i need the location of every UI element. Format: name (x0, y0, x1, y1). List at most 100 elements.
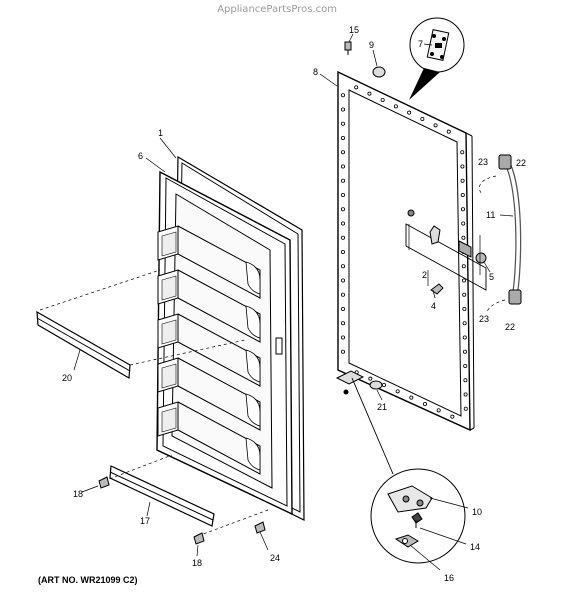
screw-hole (460, 178, 465, 183)
callout-7: 7 (418, 39, 423, 49)
screw-hole (340, 321, 345, 326)
callout-18-bottom: 18 (192, 558, 202, 568)
screw-15 (344, 41, 352, 55)
screw-hole (380, 98, 385, 103)
door-outer-panel (337, 70, 475, 432)
callout-23-bottom: 23 (479, 314, 489, 324)
screw-hole (340, 235, 345, 240)
door-shelves (157, 225, 261, 475)
detail-circle-top (409, 17, 465, 100)
screw-hole (340, 221, 345, 226)
watermark-text: AppliancePartsPros.com (217, 4, 337, 15)
callout-6: 6 (138, 151, 143, 161)
callout-22-top: 22 (516, 158, 526, 168)
screw-hole (340, 164, 345, 169)
callout-21: 21 (377, 402, 387, 412)
screw-hole (340, 150, 345, 155)
screw-hole (393, 104, 398, 109)
screw-hole (461, 264, 466, 269)
screw-hole (409, 395, 414, 400)
screw-hole (340, 93, 345, 98)
callout-2: 2 (422, 270, 427, 280)
callout-23-top: 23 (478, 157, 488, 167)
callout-17: 17 (140, 516, 150, 526)
screw-hole (463, 406, 468, 411)
callout-16: 16 (444, 573, 454, 583)
screw-hole (340, 249, 345, 254)
screw-hole (340, 121, 345, 126)
screw-hole (460, 192, 465, 197)
screw-hole (422, 401, 427, 406)
shelf (157, 269, 261, 343)
detail-circle-bottom (370, 468, 469, 571)
shelf-rail-20 (36, 269, 246, 380)
bottom-rail-17 (109, 465, 215, 527)
screw-hole (463, 378, 468, 383)
screw-hole (340, 306, 345, 311)
callout-11: 11 (486, 210, 495, 220)
screw-hole (340, 264, 345, 269)
screw-hole (340, 292, 345, 297)
screw-hole (340, 207, 345, 212)
screw-hole (462, 349, 467, 354)
door-handle (479, 154, 522, 314)
callout-10: 10 (472, 507, 482, 517)
shelf (157, 357, 261, 431)
screw-hole (462, 321, 467, 326)
screw-hole (340, 335, 345, 340)
screw-hole (354, 85, 359, 90)
screw-hole (340, 135, 345, 140)
callout-24: 24 (270, 553, 280, 563)
screw-18-left (98, 476, 110, 489)
screw-hole (340, 107, 345, 112)
screw-hole (367, 91, 372, 96)
screw-hole (460, 164, 465, 169)
screw-hole (340, 192, 345, 197)
screw-hole (463, 363, 468, 368)
screw-hole (461, 221, 466, 226)
hinge-bracket (335, 370, 394, 475)
shelf (157, 401, 261, 475)
door-panel-screw-holes (340, 85, 468, 419)
screw-hole (460, 150, 465, 155)
shelf (157, 313, 261, 387)
screw-hole (446, 129, 451, 134)
callout-5: 5 (489, 272, 494, 282)
screw-hole (461, 235, 466, 240)
plug-9 (372, 66, 386, 78)
screw-hole (462, 306, 467, 311)
screw-hole (463, 392, 468, 397)
screw-18-bottom (193, 532, 205, 545)
part-callouts: 1 6 8 15 9 7 23 22 11 2 5 4 23 22 21 20 … (62, 25, 526, 583)
screw-hole (436, 408, 441, 413)
callout-14: 14 (470, 542, 480, 552)
shelf (157, 225, 261, 299)
screw-hole (340, 178, 345, 183)
screw-hole (460, 207, 465, 212)
screw-hole (420, 117, 425, 122)
screw-hole (462, 292, 467, 297)
screw-hole (450, 414, 455, 419)
screw-hole (368, 376, 373, 381)
callout-20: 20 (62, 373, 72, 383)
screw-hole (340, 349, 345, 354)
watermark: AppliancePartsPros.com (0, 4, 564, 15)
screw-hole (340, 278, 345, 283)
callout-1: 1 (158, 128, 163, 138)
screw-hole (407, 110, 412, 115)
callout-4: 4 (431, 301, 436, 311)
callout-15: 15 (349, 25, 359, 35)
lock-assembly (405, 209, 487, 295)
callout-22-bottom: 22 (505, 322, 515, 332)
callout-9: 9 (369, 40, 374, 50)
screw-hole (462, 335, 467, 340)
screw-hole (433, 123, 438, 128)
screw-hole (395, 389, 400, 394)
callout-8: 8 (313, 67, 318, 77)
screw-hole (461, 278, 466, 283)
screw-24 (254, 521, 266, 534)
door-liner (156, 155, 305, 521)
art-number: (ART NO. WR21099 C2) (38, 575, 138, 585)
callout-18-left: 18 (73, 489, 83, 499)
